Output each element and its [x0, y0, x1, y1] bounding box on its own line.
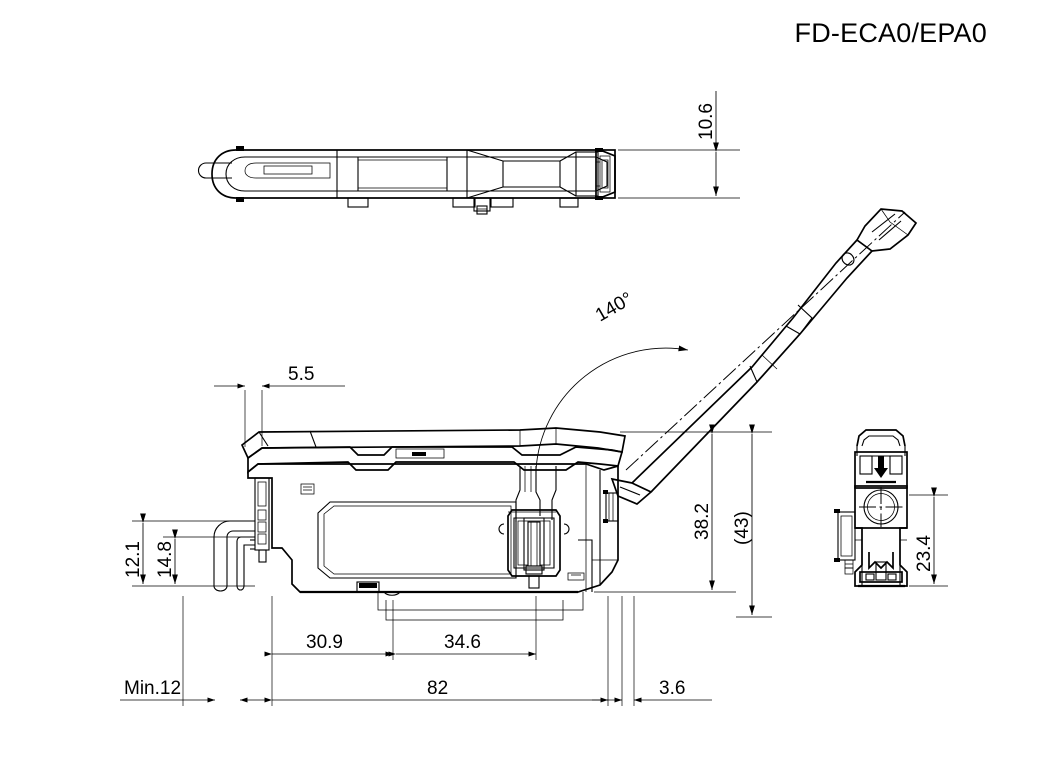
side-view-lower-body	[854, 527, 908, 587]
dimension-34-6: 34.6	[388, 596, 537, 660]
dimension-30-9: 30.9	[264, 596, 394, 660]
front-view-main-body	[247, 463, 619, 594]
dimension-43: (43)	[732, 424, 772, 618]
lever-arm-open-position	[610, 208, 918, 505]
dimension-5-5: 5.5	[214, 364, 345, 447]
dim-label-14-8: 12.1	[123, 541, 144, 578]
dim-label-12-1: 14.8	[155, 541, 176, 578]
page-title: FD-ECA0/EPA0	[794, 18, 987, 48]
side-view-lens-boss	[854, 485, 908, 529]
dim-label-3-6: 3.6	[659, 678, 685, 699]
front-view-right-step	[578, 539, 618, 592]
dim-label-23-4: 23.4	[914, 535, 935, 572]
top-view-nose-lugs	[236, 146, 244, 202]
dimension-top-height: 10.6	[618, 91, 740, 199]
dimension-12-1: 14.8	[155, 529, 255, 584]
dim-label-38-2: 38.2	[692, 503, 713, 540]
dimension-82: 82	[264, 596, 609, 706]
dim-label-5-5: 5.5	[288, 364, 314, 385]
side-view-connector-stub	[834, 509, 856, 575]
dim-label-min-12: Min.12	[124, 678, 181, 699]
top-view-segments	[336, 149, 577, 199]
front-view-cable-entry	[250, 477, 270, 563]
dimension-angle-140: 140°	[535, 288, 689, 471]
front-view-top-cover	[240, 427, 626, 460]
dimension-14-8: 12.1	[123, 513, 255, 587]
dimension-3-6: 3.6	[592, 596, 712, 706]
dimension-min-12: Min.12	[120, 596, 268, 706]
side-view-top-bail	[856, 429, 906, 456]
dim-label-43: (43)	[732, 511, 753, 545]
side-view-bottom-latch	[858, 552, 905, 588]
top-view-probe-tip	[198, 162, 232, 179]
front-view-latch-assembly	[498, 466, 570, 589]
dimension-38-2: 38.2	[594, 424, 736, 593]
front-view-fiber-cables	[213, 520, 255, 592]
front-view-right-pins	[603, 490, 619, 523]
dim-label-34-6: 34.6	[444, 632, 481, 653]
dimension-23-4: 23.4	[909, 487, 948, 587]
dim-label-82: 82	[427, 678, 448, 699]
front-view-id-mark	[300, 483, 315, 495]
side-view-group	[834, 429, 908, 588]
dim-label-140deg: 140°	[592, 288, 637, 326]
top-view-group	[198, 146, 616, 215]
front-view-label-recess	[317, 501, 517, 579]
top-view-body-shell	[211, 149, 616, 199]
side-view-upper-block	[854, 451, 908, 489]
dim-label-30-9: 30.9	[306, 632, 343, 653]
top-view-mounting-tabs	[347, 197, 579, 215]
top-view-connector	[575, 148, 616, 200]
front-view-upper-housing	[247, 446, 624, 474]
front-view-bottom-features	[356, 572, 585, 621]
dim-label-10-6: 10.6	[696, 103, 717, 140]
front-view-group	[213, 427, 626, 621]
